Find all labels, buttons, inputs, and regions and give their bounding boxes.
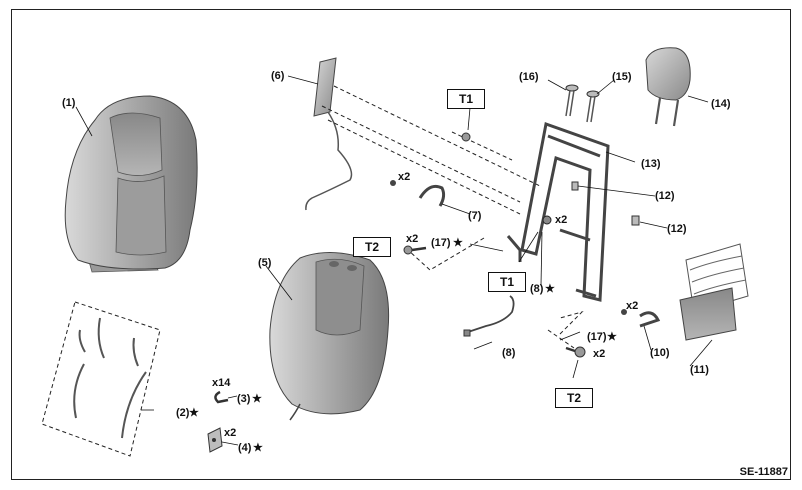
callout-8-frame: (8): [530, 283, 544, 295]
leader-lines: [75, 75, 713, 446]
bolt-part-17-lower: [565, 346, 586, 358]
clip-part-12-upper: [571, 181, 579, 191]
callout-14: (14): [711, 98, 731, 110]
star-17-upper: ★: [453, 237, 463, 249]
seat-back-pad-part-5: [269, 251, 390, 421]
headrest-guide-part-15: [586, 90, 600, 123]
headrest-guide-part-16: [565, 84, 579, 117]
qty-clip-3: x14: [212, 377, 231, 389]
side-airbag-part-6: [305, 57, 353, 211]
star-2: ★: [189, 407, 199, 419]
quantity-labels: x14 x2 x2 x2 x2 x2 x2: [212, 171, 638, 439]
star-3: ★: [252, 393, 262, 405]
torque-box-t2-upper: T2: [353, 237, 391, 257]
callout-6: (6): [271, 70, 285, 82]
frame-nut-part-8: [542, 215, 552, 225]
callout-3: (3): [237, 393, 251, 405]
callout-17-upper: (17): [431, 237, 451, 249]
harness-part-8: [463, 295, 515, 337]
callout-labels: (1) (2) (3) (4) (5) (6) (7) (8) (8) (10)…: [62, 70, 731, 454]
qty-screw-7: x2: [398, 171, 410, 183]
star-8: ★: [545, 283, 555, 295]
star-17-lower: ★: [607, 331, 617, 343]
diagram-frame: [11, 9, 791, 480]
airbag-guide-lines: [321, 85, 584, 349]
callout-1: (1): [62, 97, 76, 109]
qty-nut-8: x2: [555, 214, 567, 226]
harness-bracket-part-7: [390, 180, 446, 207]
callout-17-lower: (17): [587, 331, 607, 343]
callout-10: (10): [650, 347, 670, 359]
torque-box-t1-upper: T1: [447, 89, 485, 109]
callout-11: (11): [690, 364, 709, 376]
callout-2: (2): [176, 407, 190, 419]
star-4: ★: [253, 442, 263, 454]
qty-bolt-17-lower: x2: [593, 348, 605, 360]
clip-part-3: [214, 390, 229, 404]
callout-16: (16): [519, 71, 539, 83]
star-markers: ★ ★ ★ ★ ★ ★: [189, 237, 617, 454]
qty-bolt-17-upper: x2: [406, 233, 418, 245]
callout-12-upper: (12): [655, 190, 675, 202]
seat-back-frame-part-13: [506, 122, 610, 302]
headrest-part-14: [645, 47, 691, 127]
callout-8-harness: (8): [502, 347, 516, 359]
diagram-code: SE-11887: [739, 466, 788, 478]
bolt-part-17-upper: [403, 245, 427, 255]
seat-back-cover-part-1: [64, 95, 198, 273]
qty-screw-10: x2: [626, 300, 638, 312]
callout-7: (7): [468, 210, 482, 222]
callout-4: (4): [238, 442, 252, 454]
torque-box-t1-lower: T1: [488, 272, 526, 292]
wire-set-part-2: [41, 301, 161, 457]
bracket-part-4: [207, 427, 223, 453]
lumbar-support-part-11: [679, 243, 749, 341]
callout-13: (13): [641, 158, 661, 170]
clip-part-12-lower: [631, 215, 640, 226]
callout-15: (15): [612, 71, 632, 83]
bracket-part-10: [621, 309, 661, 328]
callout-5: (5): [258, 257, 272, 269]
torque-box-t2-lower: T2: [555, 388, 593, 408]
callout-12-lower: (12): [667, 223, 687, 235]
nut-t1: [461, 132, 471, 142]
qty-bracket-4: x2: [224, 427, 236, 439]
